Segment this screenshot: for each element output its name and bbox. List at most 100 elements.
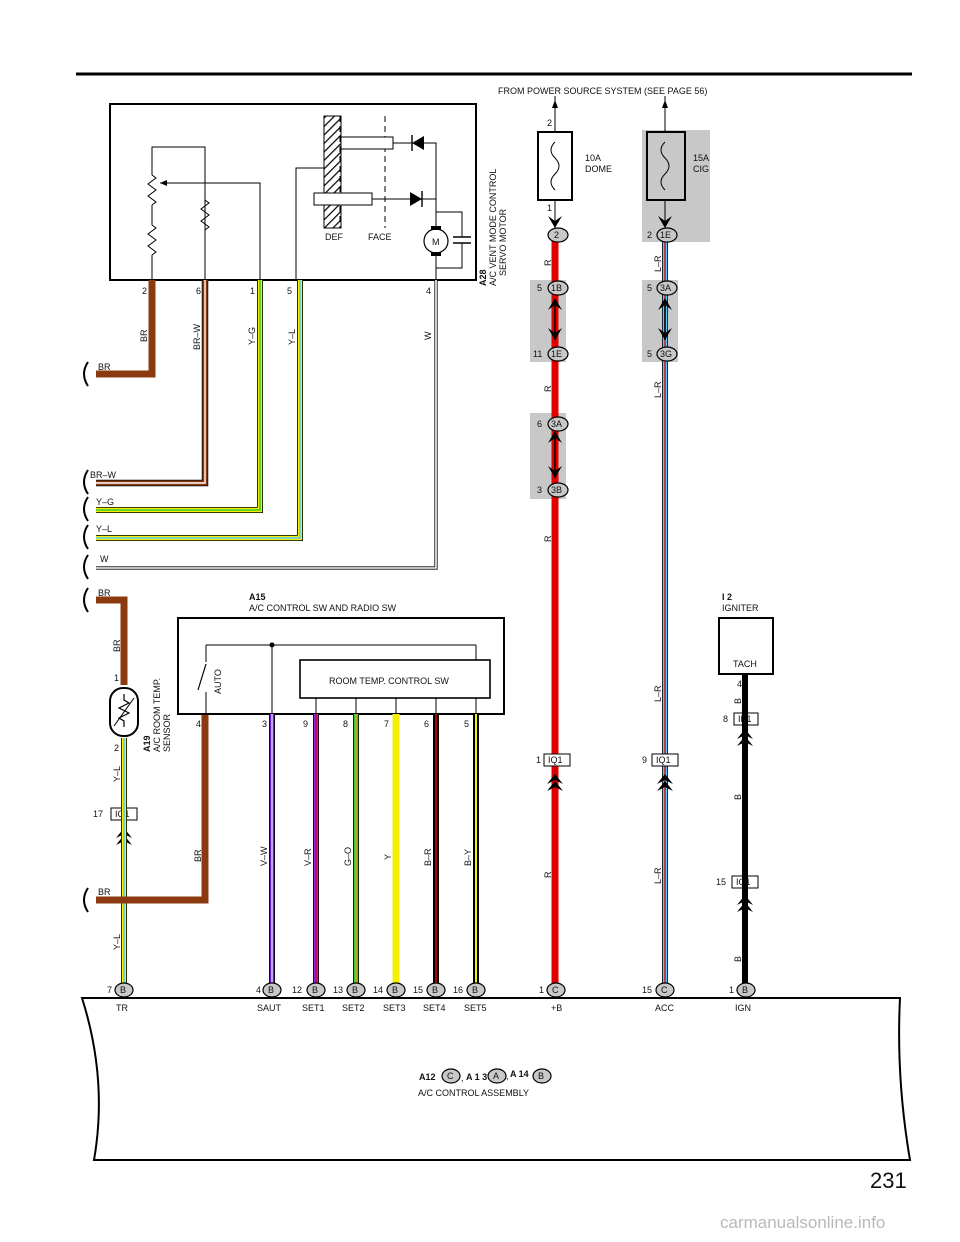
servo-name: A28 A/C VENT MODE CONTROL SERVO MOTOR [478, 169, 508, 286]
watermark: carmanualsonline.info [720, 1213, 885, 1232]
term-name-b-plus: +B [551, 1003, 562, 1013]
diode-2 [410, 192, 422, 206]
term-code-0: B [120, 985, 126, 995]
r-label-3: R [543, 535, 553, 542]
term-pin-6: 16 [453, 985, 463, 995]
lr-label-3: L–R [653, 685, 663, 702]
term-pin-4: 14 [373, 985, 383, 995]
igniter-code: I 2 [722, 592, 732, 602]
sensor-wire-bot: Y–L [112, 934, 122, 950]
sw-pin-6: 6 [424, 719, 429, 729]
b-label-1: B [733, 698, 743, 704]
badge-3b-pin: 3 [537, 485, 542, 495]
badge-3g: 3G [660, 349, 672, 359]
room-temp-label: ROOM TEMP. CONTROL SW [329, 676, 449, 686]
sw-wire-g-o: G–O [343, 847, 353, 866]
term-pin-7: 1 [539, 985, 544, 995]
fuse-dome-rating: 10A [585, 153, 601, 163]
servo-wire-br: BR [139, 329, 149, 342]
assembly-letter-b: B [538, 1071, 544, 1081]
assembly-code-a13: A 1 3 [466, 1072, 487, 1082]
face-label: FACE [368, 232, 392, 242]
sw-box [177, 617, 505, 715]
iq1-r-code: IQ1 [548, 755, 563, 765]
term-code-1: B [268, 985, 274, 995]
assembly-letter-a: A [493, 1071, 499, 1081]
badge-2: 2 [554, 230, 559, 240]
servo-wire-br-w: BR–W [192, 323, 202, 350]
ik1-pin: 8 [723, 714, 728, 724]
term-name-acc: ACC [655, 1003, 675, 1013]
term-name-set4: SET4 [423, 1003, 446, 1013]
igniter-box [718, 617, 774, 675]
badge-3g-pin: 5 [647, 349, 652, 359]
sw-name: A/C CONTROL SW AND RADIO SW [249, 603, 397, 613]
sensor-br-label: BR [112, 639, 122, 652]
wire-sensor-br [96, 596, 128, 685]
left-wire-y-g: Y–G [96, 497, 114, 507]
term-name-saut: SAUT [257, 1003, 282, 1013]
term-code-9: B [742, 985, 748, 995]
term-pin-3: 13 [333, 985, 343, 995]
left-wire-br: BR [98, 362, 111, 372]
igniter-pin: 4 [737, 679, 742, 689]
iq1-c-pin: 9 [642, 755, 647, 765]
servo-name-line2: SERVO MOTOR [498, 208, 508, 276]
servo-wire-y-l: Y–L [287, 329, 297, 345]
badge-1e-r-pin: 11 [533, 349, 542, 359]
connector-badges: 2 1B 5 1E 11 3A 6 3B 3 1E 2 3A 5 3G 5 [533, 227, 678, 498]
fuse-cig-name: CIG [693, 164, 709, 174]
servo-code: A28 [478, 269, 488, 286]
assembly-terminals: B 7 B 4 B 12 B 13 B 14 B 15 B 16 C 1 C 1… [107, 982, 756, 998]
badge-3a-c-pin: 5 [647, 283, 652, 293]
wire-sw-br [96, 714, 209, 904]
sw-pin-3: 3 [262, 719, 267, 729]
sw-wire-v-r: V–R [303, 848, 313, 866]
assembly-sep-1: , [461, 1073, 464, 1083]
room-temp-control-sw [299, 659, 491, 699]
r-label-1: R [543, 259, 553, 266]
b-label-2: B [733, 794, 743, 800]
servo-pin-6: 6 [196, 286, 201, 296]
servo-pin-2: 2 [142, 286, 147, 296]
iq1-b-pin: 15 [716, 877, 726, 887]
auto-label: AUTO [213, 669, 223, 694]
badge-1e-r: 1E [551, 349, 562, 359]
badge-1b: 1B [551, 283, 562, 293]
assembly-name: A/C CONTROL ASSEMBLY [418, 1088, 529, 1098]
resistor-1 [147, 224, 157, 256]
igniter-name: IGNITER [722, 603, 759, 613]
servo-name-line1: A/C VENT MODE CONTROL [488, 169, 498, 286]
servo-pin-1: 1 [250, 286, 255, 296]
sw-wire-br: BR [193, 849, 203, 862]
servo-motor [109, 103, 477, 281]
b-label-3: B [733, 956, 743, 962]
sw-wire-b-y: B–Y [463, 849, 473, 866]
term-code-2: B [312, 985, 318, 995]
sensor-name-line2: SENSOR [162, 713, 172, 752]
iq1-c-code: IQ1 [656, 755, 671, 765]
sw-wire-y: Y [383, 854, 393, 860]
term-name-tr: TR [116, 1003, 128, 1013]
power-source-label: FROM POWER SOURCE SYSTEM (SEE PAGE 56) [498, 86, 707, 96]
sw-pin-5: 5 [464, 719, 469, 729]
left-wire-w: W [100, 554, 109, 564]
term-code-7: C [552, 985, 559, 995]
resistor-2 [200, 199, 210, 231]
term-pin-9: 1 [729, 985, 734, 995]
badge-1b-pin: 5 [537, 283, 542, 293]
sensor-left-br: BR [98, 588, 111, 598]
servo-wire-w: W [423, 331, 433, 340]
dome-pin-top: 2 [547, 118, 552, 128]
fuse-cig [646, 131, 686, 201]
r-label-4: R [543, 871, 553, 878]
badge-3a-r: 3A [551, 419, 562, 429]
badge-3b: 3B [551, 485, 562, 495]
wire-y-g [96, 280, 263, 513]
wire-w [96, 280, 438, 570]
term-code-6: B [472, 985, 478, 995]
term-name-set1: SET1 [302, 1003, 325, 1013]
lr-label-4: L–R [653, 867, 663, 884]
lr-label-1: L–R [653, 255, 663, 272]
